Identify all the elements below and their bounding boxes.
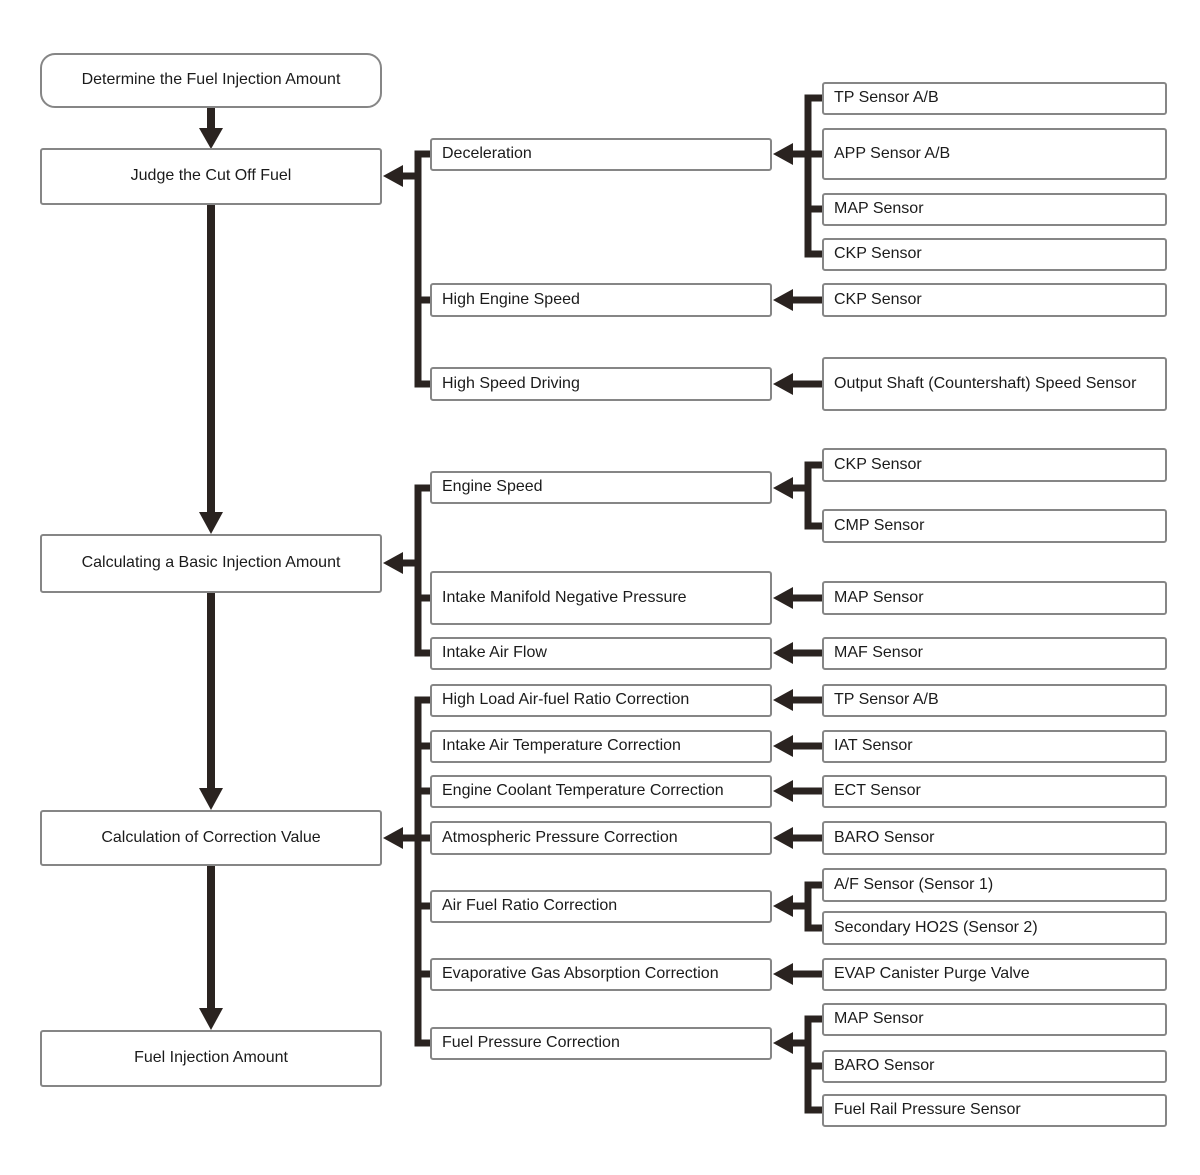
node-tp-sensor-ab-1: TP Sensor A/B: [822, 82, 1167, 115]
node-ckp-sensor-1: CKP Sensor: [822, 238, 1167, 271]
node-high-engine-speed: High Engine Speed: [430, 283, 772, 317]
arrow-left-icon: [773, 642, 793, 664]
node-map-sensor-2: MAP Sensor: [822, 581, 1167, 615]
arrow-down-icon: [199, 128, 223, 149]
node-tp-sensor-ab-2: TP Sensor A/B: [822, 684, 1167, 717]
connector-line: [402, 696, 430, 1047]
node-determine-fuel-injection-amount: Determine the Fuel Injection Amount: [40, 53, 382, 108]
node-high-load-air-fuel-ratio-correction: High Load Air-fuel Ratio Correction: [430, 684, 772, 717]
node-output-shaft-countershaft-speed-sensor: Output Shaft (Countershaft) Speed Sensor: [822, 357, 1167, 411]
node-engine-coolant-temperature-correction: Engine Coolant Temperature Correction: [430, 775, 772, 808]
node-atmospheric-pressure-correction: Atmospheric Pressure Correction: [430, 821, 772, 855]
node-maf-sensor: MAF Sensor: [822, 637, 1167, 670]
node-secondary-ho2s-sensor-2: Secondary HO2S (Sensor 2): [822, 911, 1167, 945]
node-evap-canister-purge-valve: EVAP Canister Purge Valve: [822, 958, 1167, 991]
node-baro-sensor-1: BARO Sensor: [822, 821, 1167, 855]
node-iat-sensor: IAT Sensor: [822, 730, 1167, 763]
arrow-left-icon: [773, 735, 793, 757]
flow-spine-arrows: [199, 107, 223, 1030]
node-deceleration: Deceleration: [430, 138, 772, 171]
node-ckp-sensor-2: CKP Sensor: [822, 283, 1167, 317]
arrow-left-icon: [773, 587, 793, 609]
connector-line: [791, 881, 822, 932]
node-map-sensor-1: MAP Sensor: [822, 193, 1167, 226]
connector-line: [791, 94, 822, 258]
node-engine-speed: Engine Speed: [430, 471, 772, 504]
node-app-sensor-ab: APP Sensor A/B: [822, 128, 1167, 180]
arrow-left-icon: [383, 165, 403, 187]
arrow-down-icon: [199, 512, 223, 534]
node-cmp-sensor: CMP Sensor: [822, 509, 1167, 543]
arrow-left-icon: [383, 827, 403, 849]
arrow-down-icon: [199, 1008, 223, 1030]
arrow-left-icon: [773, 689, 793, 711]
node-fuel-injection-amount: Fuel Injection Amount: [40, 1030, 382, 1087]
arrow-left-icon: [773, 895, 793, 917]
node-evaporative-gas-absorption-correction: Evaporative Gas Absorption Correction: [430, 958, 772, 991]
node-ckp-sensor-3: CKP Sensor: [822, 448, 1167, 482]
arrow-left-icon: [383, 552, 403, 574]
arrow-left-icon: [773, 143, 793, 165]
arrow-left-icon: [773, 963, 793, 985]
arrow-left-icon: [773, 827, 793, 849]
arrow-left-icon: [773, 373, 793, 395]
node-intake-air-flow: Intake Air Flow: [430, 637, 772, 670]
connector-line: [791, 1015, 822, 1114]
arrow-left-icon: [773, 477, 793, 499]
node-calculation-of-correction-value: Calculation of Correction Value: [40, 810, 382, 866]
sensor-group-connectors: [773, 94, 822, 1114]
node-af-sensor-sensor-1: A/F Sensor (Sensor 1): [822, 868, 1167, 902]
connector-line: [791, 461, 822, 530]
connector-line: [402, 484, 430, 657]
arrow-left-icon: [773, 1032, 793, 1054]
node-calculating-basic-injection-amount: Calculating a Basic Injection Amount: [40, 534, 382, 593]
node-fuel-rail-pressure-sensor: Fuel Rail Pressure Sensor: [822, 1094, 1167, 1127]
node-air-fuel-ratio-correction: Air Fuel Ratio Correction: [430, 890, 772, 923]
node-intake-manifold-negative-pressure: Intake Manifold Negative Pressure: [430, 571, 772, 625]
node-map-sensor-3: MAP Sensor: [822, 1003, 1167, 1036]
node-judge-cut-off-fuel: Judge the Cut Off Fuel: [40, 148, 382, 205]
arrow-left-icon: [773, 780, 793, 802]
node-fuel-pressure-correction: Fuel Pressure Correction: [430, 1027, 772, 1060]
node-baro-sensor-2: BARO Sensor: [822, 1050, 1167, 1083]
arrow-left-icon: [773, 289, 793, 311]
node-high-speed-driving: High Speed Driving: [430, 367, 772, 401]
node-ect-sensor: ECT Sensor: [822, 775, 1167, 808]
arrow-down-icon: [199, 788, 223, 810]
connector-line: [402, 150, 430, 388]
condition-group-connectors: [383, 150, 430, 1047]
node-intake-air-temperature-correction: Intake Air Temperature Correction: [430, 730, 772, 763]
